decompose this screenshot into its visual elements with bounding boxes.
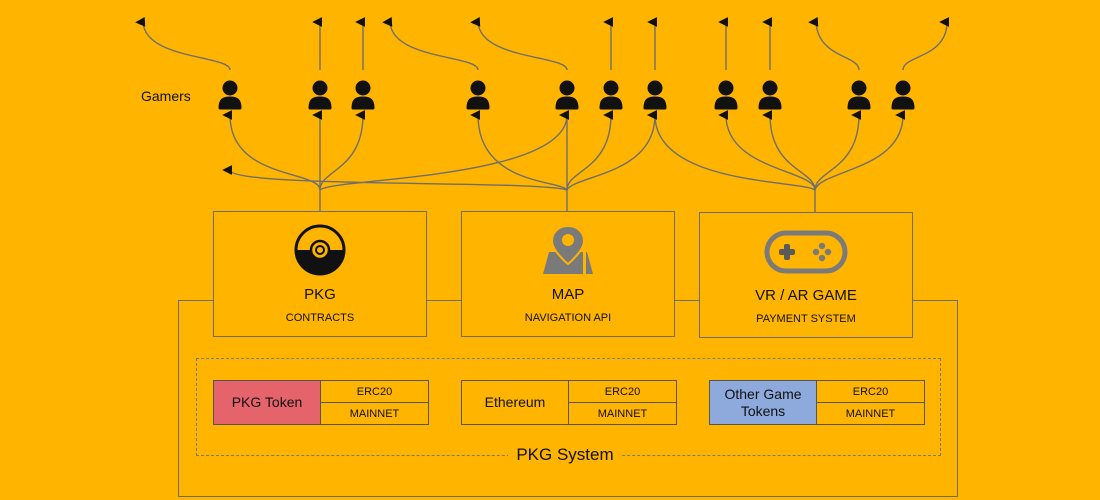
token-standard: ERC20 [569,381,676,403]
pokeball-icon [294,224,346,276]
module-title: VR / AR GAME [755,287,857,304]
gamer-outgoing-arrow [808,16,860,71]
module-title: PKG [304,286,336,303]
module-map[interactable]: MAP NAVIGATION API [461,211,675,337]
token-network: MAINNET [597,407,648,420]
map-to-gamer-arrow [566,110,657,191]
token-standard: ERC20 [321,381,428,403]
token-name: Other Game Tokens [710,381,817,424]
game-to-gamer-arrow [814,110,905,191]
game-to-gamer-arrow [762,110,816,191]
gamer-person-icon [642,80,668,110]
token-other-game[interactable]: Other Game Tokens ERC20 MAINNET [709,380,925,425]
token-pkg[interactable]: PKG Token ERC20 MAINNET [213,380,429,425]
token-standard: ERC20 [817,381,924,403]
gamer-person-icon [465,80,491,110]
pkg-system-label: PKG System [508,445,622,464]
token-name: PKG Token [214,381,321,424]
token-network: MAINNET [349,407,400,420]
gamers-label: Gamers [141,88,191,104]
gamer-person-icon [890,80,916,110]
gamer-outgoing-arrow [470,16,568,71]
gamer-person-icon [713,80,739,110]
module-subtitle: NAVIGATION API [524,312,612,324]
gamer-person-icon [598,80,624,110]
gamer-outgoing-arrow [382,16,479,71]
map-to-gamer-arrow [470,110,568,191]
gamer-outgoing-arrow [135,16,231,71]
gamer-person-icon [846,80,872,110]
token-network: MAINNET [845,407,896,420]
gamer-person-icon [350,80,376,110]
token-name: Ethereum [462,381,569,424]
module-pkg[interactable]: PKG CONTRACTS [213,211,427,337]
gamer-person-icon [554,80,580,110]
gamer-outgoing-arrow [902,17,949,71]
gamer-person-icon [307,80,333,110]
game-to-gamer-arrow [647,110,816,191]
gamepad-icon [764,230,848,274]
map-cross-wire [222,165,568,191]
map-to-gamer-arrow [566,110,613,191]
module-subtitle: CONTRACTS [285,312,355,324]
pkg-to-gamer-arrow [319,110,569,191]
game-to-gamer-arrow [814,110,861,191]
pkg-to-gamer-arrow [222,110,321,191]
pkg-to-gamer-arrow [319,110,365,191]
map-pin-icon [543,224,593,274]
module-title: MAP [551,286,585,303]
module-subtitle: PAYMENT SYSTEM [756,313,856,325]
module-game[interactable]: VR / AR GAME PAYMENT SYSTEM [699,212,913,338]
token-ethereum[interactable]: Ethereum ERC20 MAINNET [461,380,677,425]
gamer-person-icon [217,80,243,110]
game-to-gamer-arrow [718,110,816,191]
gamer-person-icon [757,80,783,110]
